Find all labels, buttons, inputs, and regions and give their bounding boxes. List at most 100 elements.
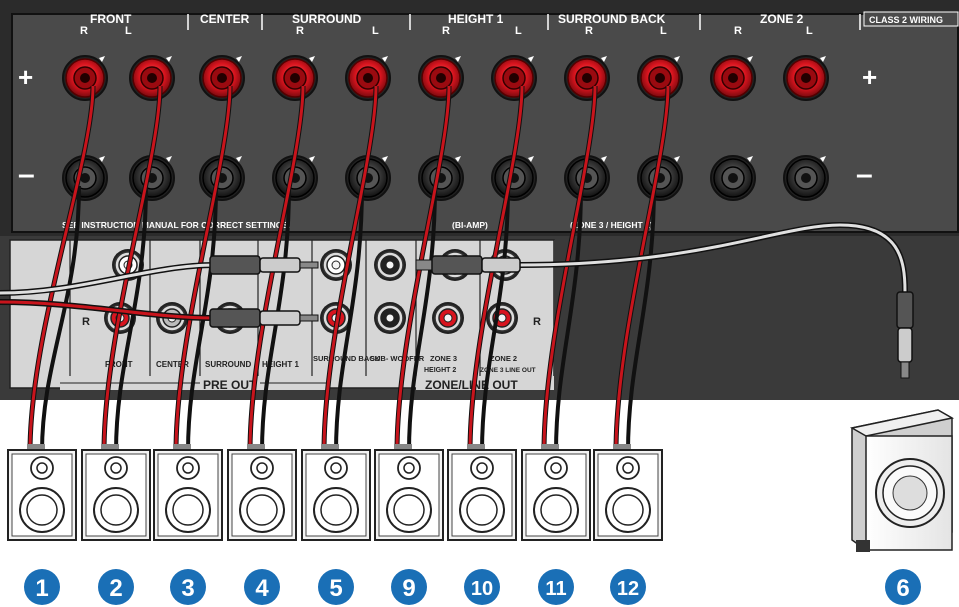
pre-out-section-label: PRE OUT bbox=[203, 378, 257, 392]
speaker-wire-pair bbox=[467, 85, 525, 453]
group-dividers bbox=[187, 14, 861, 30]
preout-surround-back-label: SURROUND BACK bbox=[313, 354, 381, 363]
preout-r-label-right: R bbox=[533, 316, 541, 328]
preout-zone2-label: ZONE 2 bbox=[490, 354, 517, 363]
group-channel-l: L bbox=[125, 25, 132, 37]
preout-front-label: FRONT bbox=[105, 360, 133, 369]
speaker-number: 10 bbox=[471, 578, 493, 600]
group-header: FRONT bbox=[90, 12, 132, 26]
terminal-positive bbox=[62, 55, 108, 101]
speaker-number-badge: 1 bbox=[24, 569, 60, 605]
preout-zone3-label: ZONE 3 bbox=[430, 354, 457, 363]
preout-center-label: CENTER bbox=[156, 360, 189, 369]
class2-wiring-label: CLASS 2 WIRING bbox=[869, 15, 943, 25]
preout-r-label: R bbox=[82, 316, 90, 328]
zone3-height2-note: (ZONE 3 / HEIGHT 2) bbox=[570, 220, 653, 230]
speaker-wire-pair bbox=[27, 85, 96, 453]
speaker-number: 9 bbox=[402, 575, 415, 602]
group-channel-r: R bbox=[585, 25, 593, 37]
speaker-terminals bbox=[62, 55, 829, 201]
rca-cables bbox=[0, 221, 914, 379]
speaker-number: 4 bbox=[255, 575, 269, 602]
group-channel-r: R bbox=[442, 25, 450, 37]
speaker-number: 11 bbox=[545, 578, 566, 600]
group-channel-l: L bbox=[515, 25, 522, 37]
group-header: SURROUND bbox=[292, 12, 362, 26]
rca-jack bbox=[432, 302, 464, 334]
speaker-number-badge: 5 bbox=[318, 569, 354, 605]
speaker-wire-pair bbox=[173, 85, 233, 453]
group-header: CENTER bbox=[200, 12, 250, 26]
instruction-note: SEE INSTRUCTION MANUAL FOR CORRECT SETTI… bbox=[62, 220, 290, 230]
preout-height1-label: HEIGHT 1 bbox=[262, 360, 299, 369]
speaker-number-badge: 4 bbox=[244, 569, 280, 605]
terminal-positive bbox=[129, 55, 175, 101]
terminal-negative bbox=[272, 155, 318, 201]
terminal-positive bbox=[710, 55, 756, 101]
plus-sign-right: + bbox=[862, 62, 877, 92]
group-header: SURROUND BACK bbox=[558, 12, 666, 26]
terminal-negative bbox=[418, 155, 464, 201]
speaker-number-badge: 11 bbox=[538, 569, 574, 605]
terminal-positive bbox=[199, 55, 245, 101]
speaker-wire-pair bbox=[101, 85, 163, 453]
speaker-number-badge: 9 bbox=[391, 569, 427, 605]
rca-cable-white bbox=[0, 255, 319, 296]
speaker-wire-pair bbox=[394, 85, 452, 453]
terminal-positive bbox=[637, 55, 683, 101]
group-channel-l: L bbox=[660, 25, 667, 37]
speaker-number: 12 bbox=[617, 578, 639, 600]
rca-jack bbox=[374, 302, 406, 334]
speaker bbox=[301, 449, 371, 541]
terminal-negative bbox=[783, 155, 829, 201]
rca-cable-red bbox=[0, 299, 319, 328]
subwoofer-badge: 6 bbox=[885, 569, 921, 605]
group-channel-l: L bbox=[372, 25, 379, 37]
speaker bbox=[593, 449, 663, 541]
speaker-number-badge: 12 bbox=[610, 569, 646, 605]
plus-sign-left: + bbox=[18, 62, 33, 92]
preout-subwoofer-label: SUB- WOOFER bbox=[370, 354, 425, 363]
terminal-negative bbox=[62, 155, 108, 201]
terminal-positive bbox=[783, 55, 829, 101]
speaker-number: 5 bbox=[329, 575, 342, 602]
speakers bbox=[7, 449, 663, 541]
group-channel-r: R bbox=[296, 25, 304, 37]
speaker bbox=[374, 449, 444, 541]
speaker-wire-pair bbox=[613, 85, 671, 453]
group-header: HEIGHT 1 bbox=[448, 12, 504, 26]
speaker-wires bbox=[27, 85, 671, 453]
speaker bbox=[521, 449, 591, 541]
minus-sign-right: – bbox=[856, 158, 873, 191]
speaker-number: 2 bbox=[109, 575, 122, 602]
group-channel-l: L bbox=[806, 25, 813, 37]
speaker-number-badge: 10 bbox=[464, 569, 500, 605]
subwoofer-number: 6 bbox=[896, 575, 909, 602]
group-header: ZONE 2 bbox=[760, 12, 804, 26]
rca-jack bbox=[486, 302, 518, 334]
speaker-wire-pair bbox=[541, 85, 598, 453]
terminal-positive bbox=[491, 55, 537, 101]
terminal-negative bbox=[564, 155, 610, 201]
speaker-wire-pair bbox=[321, 85, 379, 453]
speaker bbox=[81, 449, 151, 541]
terminal-positive bbox=[272, 55, 318, 101]
minus-sign-left: – bbox=[18, 158, 35, 191]
terminal-negative bbox=[129, 155, 175, 201]
rca-jack bbox=[374, 249, 406, 281]
speaker bbox=[153, 449, 223, 541]
speaker bbox=[227, 449, 297, 541]
group-channel-r: R bbox=[80, 25, 88, 37]
speaker-number: 1 bbox=[35, 575, 48, 602]
speaker-number: 3 bbox=[181, 575, 194, 602]
terminal-negative bbox=[199, 155, 245, 201]
speaker-wire-pair bbox=[247, 85, 306, 453]
terminal-positive bbox=[564, 55, 610, 101]
preout-zone2-sub-label: ZONE 3 LINE OUT bbox=[480, 367, 536, 374]
speaker bbox=[447, 449, 517, 541]
group-channel-r: R bbox=[734, 25, 742, 37]
terminal-negative bbox=[710, 155, 756, 201]
